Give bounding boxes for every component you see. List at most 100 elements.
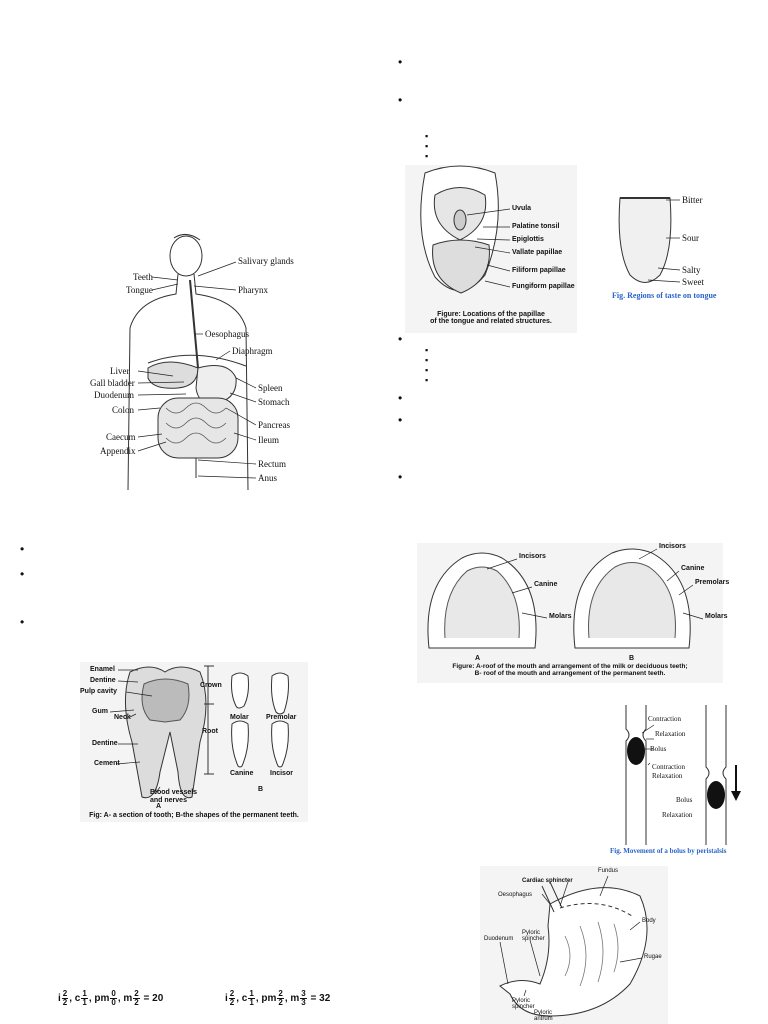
tongue-figure-caption: Figure: Locations of the papillae of the…	[430, 311, 552, 325]
label-relaxation-1: Relaxation	[655, 730, 686, 738]
digestive-system-drawing	[127, 234, 257, 491]
label-gall-bladder: Gall bladder	[90, 378, 135, 388]
taste-figure-caption: Fig. Regions of taste on tongue	[612, 291, 717, 300]
label-colon: Colon	[112, 405, 135, 415]
label-duodenum: Duodenum	[484, 936, 514, 942]
label-spleen: Spleen	[258, 383, 283, 393]
label-premolar: Premolar	[266, 714, 297, 721]
label-cement: Cement	[94, 760, 120, 767]
label-pyloric-antrum: Pyloric antrum	[534, 1010, 553, 1022]
label-oesophagus: Oesophagus	[205, 329, 249, 339]
label-contraction-2: Contraction	[652, 763, 686, 771]
label-epiglottis: Epiglottis	[512, 236, 544, 243]
label-anus: Anus	[258, 473, 278, 483]
bullet: ▪	[425, 151, 429, 161]
stomach-drawing	[499, 875, 648, 1017]
bullet: •	[398, 332, 403, 346]
label-blood-vessels: Blood vessels and nerves	[150, 789, 198, 804]
label-canine: Canine	[230, 770, 254, 777]
label-pyloric-spincher-2: Pyloric spincher	[512, 998, 535, 1010]
label-teeth: Teeth	[133, 272, 153, 282]
label-sour: Sour	[682, 233, 700, 243]
peristalsis-figure: Contraction Relaxation Bolus Contraction…	[610, 705, 750, 857]
bullet: •	[398, 391, 403, 405]
tongue-drawing	[420, 165, 511, 294]
label-incisors-a: Incisors	[519, 553, 546, 560]
label-caecum: Caecum	[106, 432, 136, 442]
label-pulp-cavity: Pulp cavity	[80, 688, 117, 695]
label-bolus-1: Bolus	[650, 745, 667, 753]
label-uvula: Uvula	[512, 205, 532, 212]
mouth-roof-caption: Figure: A-roof of the mouth and arrangem…	[452, 663, 688, 677]
label-pharynx: Pharynx	[238, 285, 268, 295]
panel-b-label: B	[629, 655, 635, 662]
bullet: ▪	[425, 365, 429, 375]
label-incisors-b: Incisors	[659, 543, 686, 550]
label-rugae: Rugae	[644, 954, 662, 960]
label-salty: Salty	[682, 265, 701, 275]
label-contraction-1: Contraction	[648, 715, 682, 723]
label-enamel: Enamel	[90, 666, 115, 673]
bullet: •	[20, 542, 25, 556]
tooth-section-figure: Enamel Dentine Pulp cavity Gum Neck Dent…	[80, 662, 308, 822]
mouth-roof-figure: Incisors Canine Molars Incisors Canine P…	[417, 543, 729, 683]
label-bitter: Bitter	[682, 195, 703, 205]
label-rectum: Rectum	[258, 459, 286, 469]
bullet: ▪	[425, 345, 429, 355]
label-salivary-glands: Salivary glands	[238, 256, 294, 266]
panel-a-label: A	[156, 803, 162, 810]
label-ileum: Ileum	[258, 435, 279, 445]
label-body: Body	[642, 918, 656, 924]
bullet: ▪	[425, 141, 429, 151]
label-molars-b: Molars	[705, 613, 728, 620]
taste-tongue-drawing	[618, 197, 681, 283]
bullet: •	[398, 93, 403, 107]
taste-regions-figure: Bitter Sour Salty Sweet Fig. Regions of …	[612, 190, 732, 305]
label-gum: Gum	[92, 708, 108, 715]
label-stomach: Stomach	[258, 397, 290, 407]
label-diaphragm: Diaphragm	[232, 346, 273, 356]
bullet: •	[20, 567, 25, 581]
peristalsis-caption: Fig. Movement of a bolus by peristalsis	[610, 847, 727, 855]
label-dentine-root: Dentine	[92, 740, 118, 747]
label-sweet: Sweet	[682, 277, 704, 287]
label-premolars-b: Premolars	[695, 579, 730, 586]
label-fungiform-papillae: Fungiform papillae	[512, 283, 575, 290]
tooth-figure-caption: Fig: A- a section of tooth; B-the shapes…	[89, 812, 299, 819]
label-crown: Crown	[200, 682, 222, 689]
label-palatine-tonsil: Palatine tonsil	[512, 223, 560, 230]
mouth-roof-drawing	[427, 548, 704, 649]
digestive-system-figure: Teeth Tongue Liver Gall bladder Duodenum…	[90, 228, 298, 491]
label-duodenum: Duodenum	[94, 390, 134, 400]
label-relaxation-2: Relaxation	[652, 772, 683, 780]
label-canine-a: Canine	[534, 581, 558, 588]
label-tongue: Tongue	[126, 285, 153, 295]
milk-total: 20	[152, 993, 164, 1004]
label-pyloric-spincher-1: Pyloric spincher	[522, 930, 545, 942]
panel-a-label: A	[475, 655, 481, 662]
bullet: ▪	[425, 375, 429, 385]
label-incisor: Incisor	[270, 770, 293, 777]
label-molar: Molar	[230, 714, 249, 721]
label-fundus: Fundus	[598, 868, 619, 874]
permanent-total: 32	[319, 993, 331, 1004]
label-oesophagus: Oesophagus	[498, 892, 533, 898]
stomach-figure: Fundus Cardiac sphincter Oesophagus Body…	[480, 866, 668, 1024]
panel-b-label: B	[258, 786, 264, 793]
label-root: Root	[202, 728, 218, 735]
bullet: ▪	[425, 131, 429, 141]
bullet: •	[20, 615, 25, 629]
bullet: ▪	[425, 355, 429, 365]
label-canine-b: Canine	[681, 565, 705, 572]
label-vallate-papillae: Vallate papillae	[512, 249, 563, 256]
bullet: •	[398, 470, 403, 484]
bullet: •	[398, 413, 403, 427]
